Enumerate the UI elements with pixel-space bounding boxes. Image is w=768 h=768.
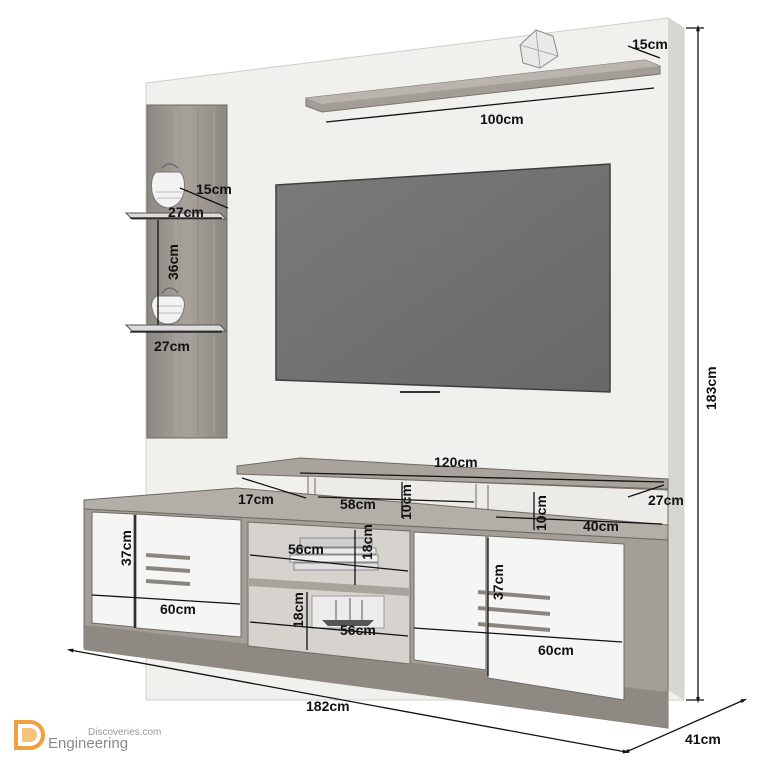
door-left-outer bbox=[91, 511, 135, 628]
top-wall-shelf bbox=[305, 59, 661, 113]
label-side-shelf1-width: 27cm bbox=[168, 204, 204, 220]
label-center-shelf-height-2: 18cm bbox=[290, 592, 306, 628]
door-right-inner bbox=[413, 531, 487, 671]
label-total-width: 182cm bbox=[306, 698, 350, 714]
watermark-line2: Engineering bbox=[48, 735, 128, 752]
watermark-line1: Discoveries.com bbox=[88, 727, 161, 738]
tv-screen bbox=[275, 163, 611, 393]
label-console-depth: 27cm bbox=[648, 492, 684, 508]
label-side-shelf-depth: 15cm bbox=[196, 181, 232, 197]
label-top-shelf-width: 100cm bbox=[480, 111, 524, 127]
label-niche-center-height: 10cm bbox=[398, 484, 414, 520]
label-side-shelf2-width: 27cm bbox=[154, 338, 190, 354]
label-niche-right-width: 40cm bbox=[583, 518, 619, 534]
door-left-inner bbox=[135, 513, 242, 638]
side-wood-panel bbox=[146, 104, 228, 439]
watermark-emblem-icon bbox=[14, 720, 45, 750]
door-right-outer bbox=[477, 535, 625, 701]
label-center-shelf-width-2: 56cm bbox=[340, 622, 376, 638]
label-total-height: 183cm bbox=[703, 366, 719, 410]
vase-decoration-2 bbox=[151, 287, 185, 325]
label-door-right-width: 60cm bbox=[538, 642, 574, 658]
terrarium-decoration bbox=[519, 29, 559, 69]
label-niche-center-width: 58cm bbox=[340, 496, 376, 512]
label-console-width: 120cm bbox=[434, 454, 478, 470]
label-total-depth: 41cm bbox=[685, 731, 721, 747]
label-niche-left-width: 17cm bbox=[238, 491, 274, 507]
watermark-logo: Discoveries.com Engineering bbox=[14, 720, 161, 752]
vase-decoration-1 bbox=[151, 163, 185, 209]
label-niche-right-height: 10cm bbox=[533, 495, 549, 531]
side-glass-shelf-2 bbox=[124, 324, 228, 332]
console-top-shelf bbox=[236, 457, 669, 490]
label-door-left-width: 60cm bbox=[160, 601, 196, 617]
label-center-shelf-height-1: 18cm bbox=[359, 524, 375, 560]
label-door-right-height: 37cm bbox=[490, 564, 506, 600]
label-side-shelf-gap: 36cm bbox=[165, 244, 181, 280]
dimension-lines bbox=[66, 24, 747, 754]
label-door-left-height: 37cm bbox=[118, 530, 134, 566]
label-top-shelf-depth: 15cm bbox=[632, 36, 668, 52]
label-center-shelf-width-1: 56cm bbox=[288, 541, 324, 557]
books-stack bbox=[289, 537, 379, 571]
ship-model bbox=[311, 595, 385, 629]
